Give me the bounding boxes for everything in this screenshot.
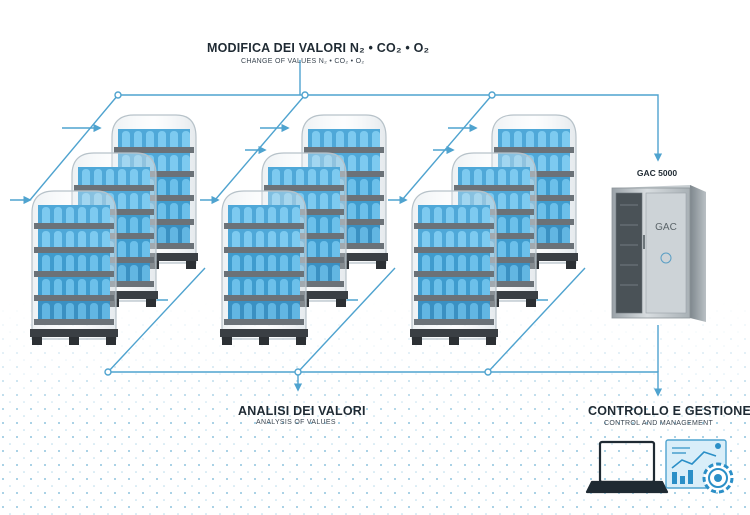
change-values-subtitle: CHANGE OF VALUES N₂ • CO₂ • O₂ [241,58,365,65]
laptop-icon [585,440,669,494]
gear-icon [702,462,734,494]
control-title: CONTROLLO E GESTIONE [588,404,750,418]
cabinet-door-label: GAC [655,222,677,233]
flow-lines-top [10,60,663,205]
flow-lines-bottom [107,267,663,397]
control-subtitle: CONTROL AND MANAGEMENT [604,420,714,427]
change-values-title: MODIFICA DEI VALORI N₂ • CO₂ • O₂ [207,41,430,55]
analysis-subtitle: ANALYSIS OF VALUES [256,419,336,426]
analysis-title: ANALISI DEI VALORI [238,404,366,418]
cabinet-model-label: GAC 5000 [637,168,677,178]
gac-cabinet: GAC [611,185,706,322]
